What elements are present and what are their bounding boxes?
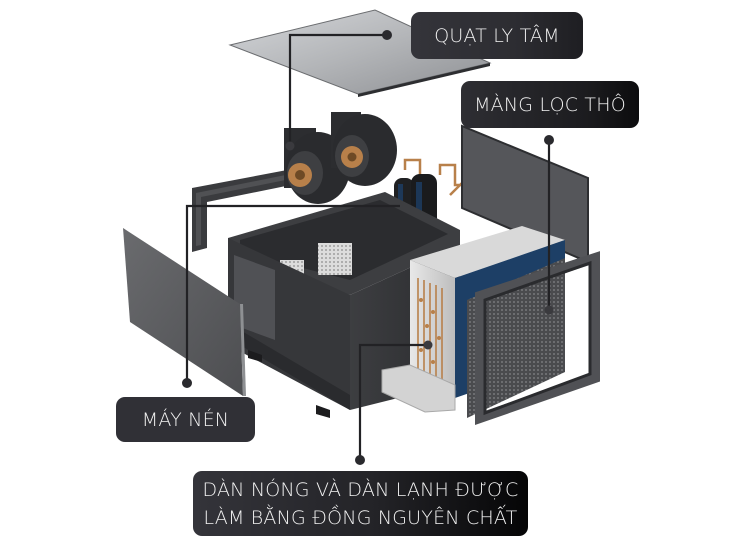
side-panel — [123, 228, 246, 396]
compressor-callout-dot — [182, 378, 192, 388]
fan-frame — [192, 160, 340, 252]
centrifugal-fan — [284, 112, 397, 204]
callout-label-coil: DÀN NÓNG VÀ DÀN LẠNH ĐƯỢC LÀM BẰNG ĐỒNG … — [193, 471, 528, 536]
callout-dots — [182, 30, 554, 465]
callout-text: MÀNG LỌC THÔ — [474, 93, 626, 116]
filter-callout-dot — [544, 135, 554, 145]
callout-text-line2: LÀM BẰNG ĐỒNG NGUYÊN CHẤT — [203, 506, 518, 529]
callout-label-fan: QUẠT LY TÂM — [411, 12, 583, 59]
top-panel — [228, 9, 492, 97]
fan-callout-line — [288, 33, 387, 146]
callout-lines — [185, 33, 551, 460]
callout-label-filter: MÀNG LỌC THÔ — [461, 81, 639, 128]
unit-body — [228, 192, 460, 418]
coil-callout-line — [358, 343, 428, 460]
fan-callout-dot — [382, 30, 392, 40]
front-frame — [475, 251, 600, 426]
coil-callout-dot — [355, 455, 365, 465]
callout-text: QUẠT LY TÂM — [434, 24, 560, 47]
callout-text-line1: DÀN NÓNG VÀ DÀN LẠNH ĐƯỢC — [202, 478, 519, 501]
compressor-callout-line — [185, 204, 400, 383]
callout-text: MÁY NÉN — [141, 408, 230, 431]
callout-label-compressor: MÁY NÉN — [116, 397, 255, 442]
